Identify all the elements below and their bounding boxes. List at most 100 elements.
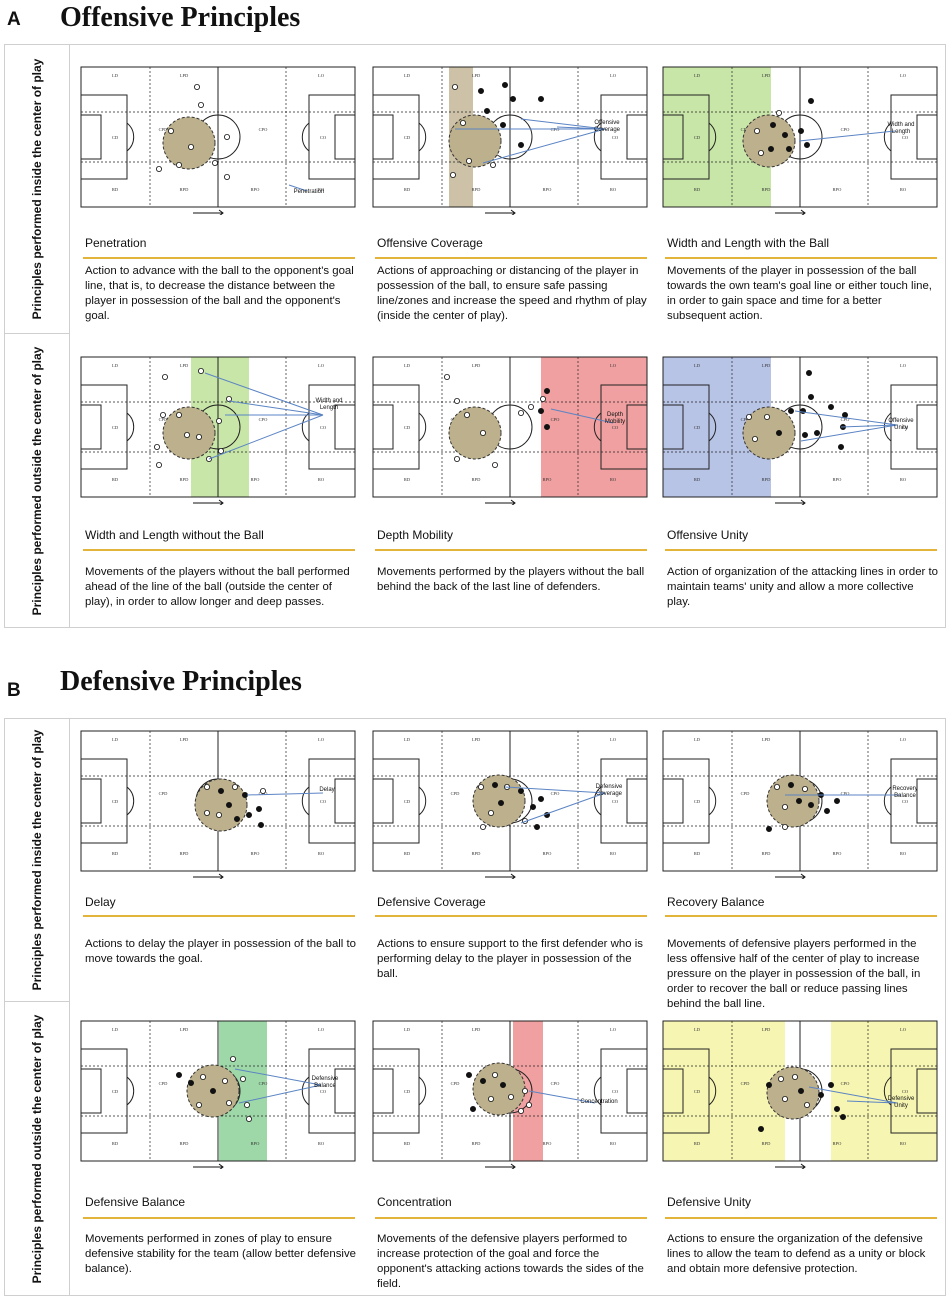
player-marker — [450, 172, 457, 179]
zone-label: RD — [404, 1141, 411, 1146]
player-marker — [204, 810, 211, 817]
gold-divider — [83, 1217, 355, 1219]
zone-label: LO — [318, 737, 325, 742]
principle-description: Movements of the players without the bal… — [85, 566, 350, 608]
player-marker — [537, 408, 544, 415]
zone-label: LD — [404, 1027, 411, 1032]
principle-card: LDLPDLOCDCPDCPOCORDRPDRPORODelayDelayAct… — [77, 719, 359, 965]
player-marker — [194, 83, 201, 90]
player-marker — [795, 798, 802, 805]
zone-label: LD — [404, 73, 411, 78]
zone-label: LPD — [762, 363, 771, 368]
player-marker — [501, 81, 508, 88]
player-marker — [782, 132, 789, 139]
zone-label: CD — [404, 1089, 411, 1094]
zone-label: LPD — [180, 737, 189, 742]
player-marker — [786, 146, 793, 153]
zone-label: CO — [320, 1089, 327, 1094]
player-marker — [817, 1092, 824, 1099]
zone-label: CO — [320, 799, 327, 804]
zone-label: CD — [404, 135, 411, 140]
gold-divider — [375, 257, 647, 259]
player-marker — [498, 800, 505, 807]
section-a-title: Offensive Principles — [60, 2, 301, 33]
annotation-arrows — [288, 184, 308, 192]
center-of-play-circle — [472, 1062, 526, 1116]
zone-label: RD — [112, 851, 119, 856]
zone-label: LPD — [762, 737, 771, 742]
annotation-arrows — [504, 786, 606, 824]
player-marker — [823, 808, 830, 815]
player-marker — [488, 1096, 495, 1103]
zone-label: LPD — [180, 1027, 189, 1032]
zone-label: CPO — [551, 417, 561, 422]
center-of-play-circle — [448, 114, 502, 168]
zone-label: RO — [900, 1141, 907, 1146]
zone-label: RPO — [543, 477, 553, 482]
gold-divider — [375, 549, 647, 551]
principle-card: LDLPDLOCDCPDCPOCORDRPDRPORODepthMobility… — [369, 45, 651, 593]
zone-label: CPO — [259, 417, 269, 422]
principle-title: Defensive Coverage — [377, 895, 486, 909]
player-marker — [168, 128, 175, 135]
zone-label: RD — [404, 187, 411, 192]
annotation-arrows — [550, 408, 614, 424]
player-marker — [259, 788, 266, 795]
center-of-play-circle — [194, 778, 248, 832]
player-marker — [470, 1106, 477, 1113]
player-marker — [813, 430, 820, 437]
zone-label: RPO — [543, 187, 553, 192]
zone-label: LD — [112, 363, 119, 368]
player-marker — [211, 160, 218, 167]
player-marker — [517, 142, 524, 149]
player-marker — [490, 162, 497, 169]
zone-label: RPD — [472, 187, 482, 192]
principle-title: Concentration — [377, 1195, 452, 1209]
player-marker — [464, 412, 471, 419]
player-marker — [766, 1082, 773, 1089]
player-marker — [188, 144, 195, 151]
zone-label: CD — [694, 1089, 701, 1094]
player-marker — [758, 150, 765, 157]
player-marker — [478, 784, 485, 791]
player-marker — [839, 1114, 846, 1121]
zone-label: CD — [694, 135, 701, 140]
player-marker — [215, 812, 222, 819]
player-marker — [782, 824, 789, 831]
annotation-arrows — [528, 1090, 596, 1104]
principle-title: Width and Length with the Ball — [667, 236, 830, 250]
zone-label: LO — [610, 73, 617, 78]
zone-label: RPO — [833, 477, 843, 482]
gold-divider — [665, 549, 937, 551]
zone-label: RPO — [833, 187, 843, 192]
zone-label: CD — [404, 425, 411, 430]
player-marker — [156, 462, 163, 469]
player-marker — [209, 1088, 216, 1095]
row-label-outside: Principles performed outside the center … — [5, 1002, 70, 1295]
zone-label: LD — [404, 363, 411, 368]
zone-label: LPD — [472, 73, 481, 78]
zone-label: LO — [610, 737, 617, 742]
player-marker — [543, 388, 550, 395]
player-marker — [521, 1088, 528, 1095]
player-marker — [746, 414, 753, 421]
principle-title: Penetration — [85, 236, 147, 250]
principle-title: Offensive Coverage — [377, 236, 483, 250]
player-marker — [484, 108, 491, 115]
player-marker — [492, 1072, 499, 1079]
player-marker — [241, 792, 248, 799]
zone-label: CD — [112, 799, 119, 804]
player-marker — [444, 373, 451, 380]
principle-description: Movements of defensive players performed… — [667, 938, 921, 1010]
zone-label: CPD — [741, 1081, 751, 1086]
